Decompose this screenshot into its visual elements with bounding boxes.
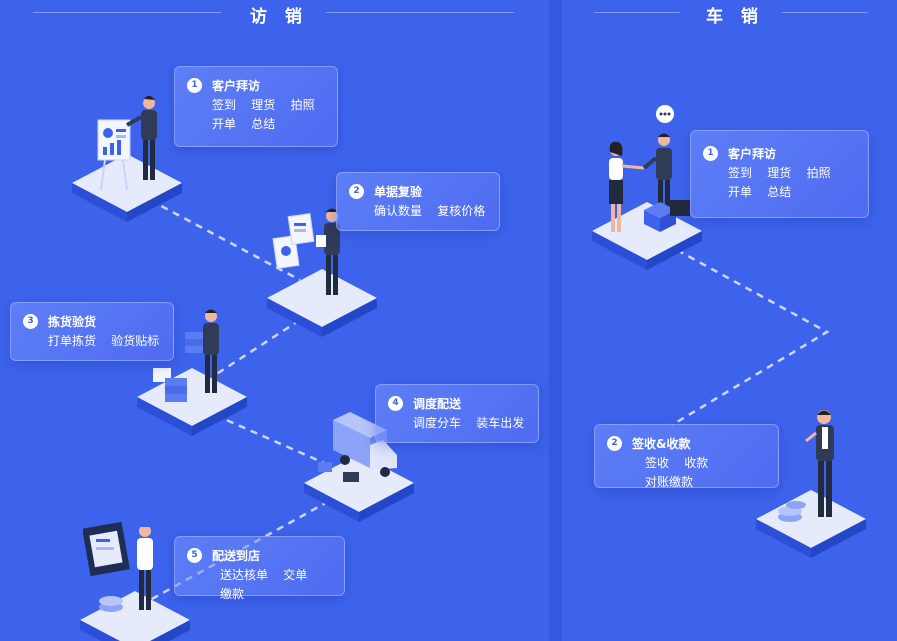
payment-person-icon	[778, 410, 834, 522]
step-card-4: 4 调度配送 调度分车 装车出发	[375, 384, 539, 443]
step-item: 送达核单	[220, 568, 269, 582]
step-item: 验货贴标	[111, 334, 160, 348]
header-line-right	[782, 12, 868, 13]
step-number: 3	[23, 313, 38, 329]
step-card-1: 1 客户拜访 签到 理货 拍照 开单 总结	[174, 66, 338, 147]
step-item: 拍照	[806, 166, 831, 180]
step-number: 2	[607, 435, 622, 451]
step-card-right-2: 2 签收&收款 签收 收款 对账缴款	[594, 424, 779, 489]
step-item: 开单	[212, 117, 237, 131]
header-line-left	[33, 12, 221, 13]
step-item: 签到	[212, 98, 237, 112]
step-title: 签收&收款	[632, 436, 691, 451]
step-number: 1	[703, 145, 718, 161]
step-item: 确认数量	[374, 204, 423, 218]
clipboard-person-icon	[272, 208, 340, 295]
platform-tile	[756, 490, 866, 558]
step-number: 5	[187, 547, 202, 563]
field-sales-header: 访 销	[0, 0, 549, 28]
handshake-icon	[609, 133, 690, 232]
step-item: 总结	[251, 117, 276, 131]
chat-bubble-icon	[656, 105, 674, 123]
step-item: 收款	[684, 456, 709, 470]
presenter-icon	[97, 95, 157, 191]
section-title: 车 销	[706, 7, 764, 27]
coins-icon	[562, 0, 563, 1]
step-item: 拍照	[290, 98, 315, 112]
van-sales-header: 车 销	[562, 0, 897, 28]
panel-divider	[549, 0, 562, 641]
step-item: 总结	[767, 185, 792, 199]
step-title: 拣货验货	[48, 314, 97, 329]
step-item: 签到	[728, 166, 753, 180]
step-card-right-1: 1 客户拜访 签到 理货 拍照 开单 总结	[690, 130, 869, 218]
step-item: 缴款	[220, 587, 245, 601]
platform-tile	[267, 269, 377, 337]
step-item: 打单拣货	[48, 334, 97, 348]
section-title: 访 销	[250, 7, 308, 27]
step-item: 对账缴款	[645, 475, 694, 489]
step-card-2: 2 单据复验 确认数量 复核价格	[336, 172, 500, 231]
platform-tile	[137, 368, 247, 436]
step-item: 复核价格	[437, 204, 486, 218]
step-card-3: 3 拣货验货 打单拣货 验货贴标	[10, 302, 174, 361]
step-title: 客户拜访	[728, 146, 777, 161]
step-item: 调度分车	[413, 416, 462, 430]
step-item: 交单	[283, 568, 308, 582]
platform-tile	[80, 591, 190, 641]
step-title: 客户拜访	[212, 78, 261, 93]
field-sales-panel: 访 销 1	[0, 0, 549, 641]
step-item: 理货	[767, 166, 792, 180]
step-number: 1	[187, 77, 202, 93]
header-line-right	[326, 12, 514, 13]
step-title: 调度配送	[413, 396, 462, 411]
step-item: 开单	[728, 185, 753, 199]
step-title: 单据复验	[374, 184, 423, 199]
step-item: 装车出发	[476, 416, 525, 430]
box-carrier-icon	[153, 309, 219, 402]
process-path	[671, 248, 830, 427]
step-title: 配送到店	[212, 548, 261, 563]
delivery-truck-icon	[318, 412, 397, 482]
header-line-left	[594, 12, 680, 13]
van-sales-panel: 车 销	[562, 0, 897, 641]
step-item: 签收	[645, 456, 670, 470]
step-card-5: 5 配送到店 送达核单 交单 缴款	[174, 536, 345, 601]
courier-icon	[83, 521, 153, 612]
step-item: 理货	[251, 98, 276, 112]
step-number: 2	[349, 183, 364, 199]
step-number: 4	[388, 395, 403, 411]
